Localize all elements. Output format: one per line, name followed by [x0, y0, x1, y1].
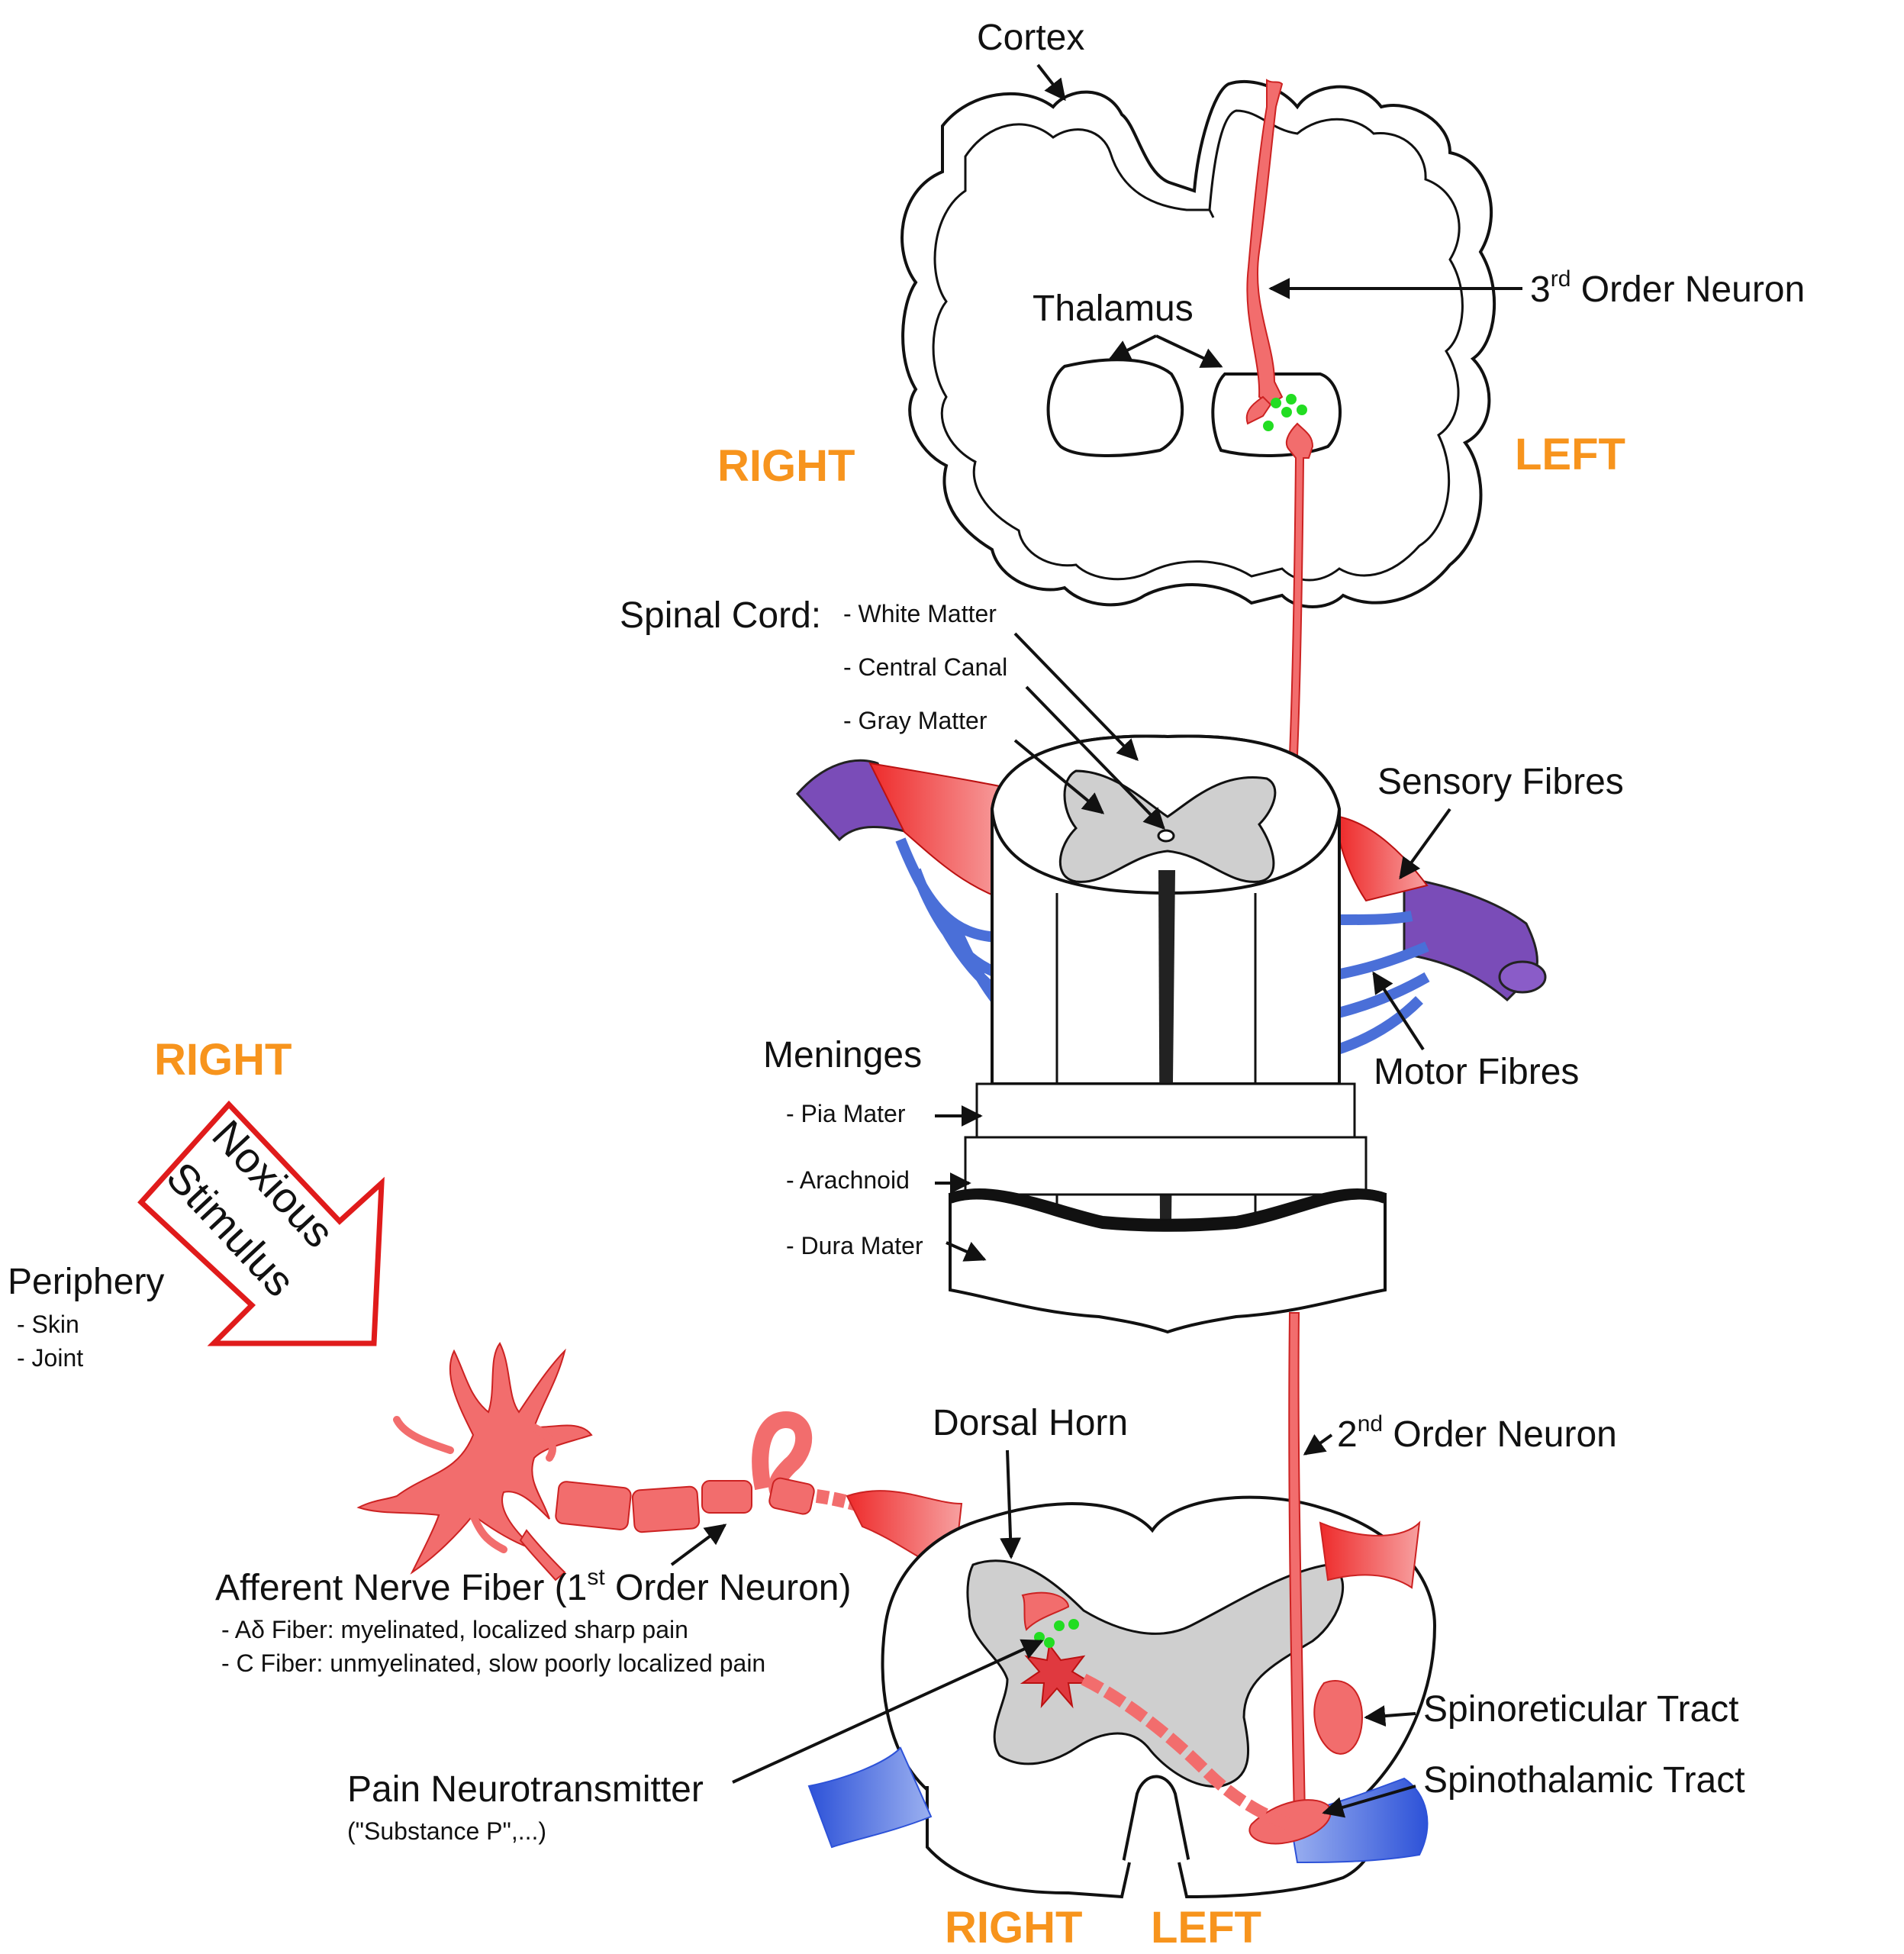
spinal-cord-section: Spinal Cord: - White Matter - Central Ca… — [620, 595, 1624, 1334]
arachnoid-label: - Arachnoid — [786, 1166, 910, 1194]
brain-left-label: LEFT — [1515, 430, 1625, 479]
afferent-arrow — [670, 1524, 727, 1566]
periphery-title: Periphery — [8, 1262, 164, 1302]
cross-gray-matter — [966, 1559, 1345, 1788]
dura-mater-arrow — [946, 1241, 987, 1262]
spinal-cord-title: Spinal Cord: — [620, 595, 821, 636]
brain-section: Cortex Thalamus 3rd Order Neuron RIGHT L… — [717, 18, 1805, 840]
nt-dot — [1044, 1637, 1055, 1648]
nt-dot — [1271, 398, 1281, 408]
nt-dot — [1054, 1620, 1065, 1631]
third-order-neuron — [1246, 79, 1284, 406]
second-order-label: 2nd Order Neuron — [1337, 1411, 1617, 1455]
dura-mater-label: - Dura Mater — [786, 1232, 923, 1259]
decussating-axon — [1081, 1673, 1292, 1830]
nt-dot — [1297, 405, 1307, 415]
spinoreticular-tract — [1313, 1680, 1364, 1755]
spinothalamic-label: Spinothalamic Tract — [1423, 1760, 1745, 1801]
myelin-sheath — [701, 1480, 752, 1514]
second-order-arrow — [1303, 1433, 1333, 1456]
sensory-fibres-label: Sensory Fibres — [1377, 762, 1624, 802]
central-canal — [1157, 829, 1175, 843]
second-order-cell-body — [1020, 1643, 1094, 1709]
pia-mater-band — [975, 1082, 1356, 1139]
brain-inner-outline — [932, 109, 1464, 582]
central-canal-arrow — [1025, 685, 1165, 830]
cross-right-label: RIGHT — [945, 1903, 1082, 1952]
right-ventral-root-cross — [1288, 1777, 1429, 1864]
skin-label: - Skin — [17, 1311, 79, 1338]
white-matter-label: - White Matter — [843, 600, 997, 627]
right-dorsal-root-cross — [1319, 1520, 1421, 1589]
third-order-label: 3rd Order Neuron — [1530, 266, 1805, 310]
spinothalamic-arrow — [1322, 1785, 1416, 1818]
afferent-title: Afferent Nerve Fiber (1st Order Neuron) — [215, 1565, 851, 1608]
spinoreticular-arrow — [1364, 1705, 1416, 1727]
neurotransmitter-arrow — [732, 1639, 1044, 1784]
left-sensory-fibres — [868, 762, 1009, 902]
dorsal-horn-arrow — [1000, 1449, 1022, 1559]
myelin-sheath — [555, 1481, 632, 1530]
a-delta-label: - Aδ Fiber: myelinated, localized sharp … — [221, 1616, 688, 1643]
pia-mater-label: - Pia Mater — [786, 1100, 906, 1127]
longitudinal-fissure — [1208, 209, 1215, 218]
cortex-arrow — [1036, 63, 1066, 102]
third-order-dendrites — [1245, 395, 1272, 425]
left-ventral-root-cross — [807, 1746, 933, 1849]
thalamus-label: Thalamus — [1033, 289, 1194, 329]
myelin-sheath — [768, 1477, 815, 1515]
dura-mater-edge — [948, 1188, 1387, 1232]
nt-dot — [1263, 421, 1274, 431]
right-nerve-root-end — [1498, 960, 1547, 994]
white-matter-arrow — [1013, 632, 1139, 762]
cross-left-label: LEFT — [1151, 1903, 1261, 1952]
motor-fibres-label: Motor Fibres — [1374, 1052, 1579, 1092]
dorsal-horn-label: Dorsal Horn — [933, 1403, 1128, 1443]
brain-outline — [900, 79, 1496, 608]
joint-label: - Joint — [17, 1344, 83, 1372]
gray-matter-arrow — [1013, 739, 1105, 814]
sensory-fibres-arrow — [1399, 808, 1451, 880]
brain-right-label: RIGHT — [717, 441, 855, 491]
dendritic-tree — [356, 1342, 593, 1575]
spinoreticular-label: Spinoreticular Tract — [1423, 1689, 1739, 1730]
right-motor-fibres — [1265, 911, 1430, 1066]
axon-initial — [519, 1529, 566, 1582]
dura-mater-band — [949, 1188, 1387, 1334]
periphery-section: RIGHT Noxious Stimulus Periphery - Skin … — [8, 1035, 385, 1372]
meninges-title: Meninges — [763, 1035, 922, 1075]
motor-fibres-arrow — [1372, 971, 1425, 1051]
right-sensory-fibres — [1339, 815, 1429, 902]
cross-section: Dorsal Horn 2nd Order Neuron Spinoreticu… — [347, 1312, 1745, 1952]
cell-body-loop — [752, 1411, 813, 1496]
thalamus-arrow-left — [1155, 334, 1223, 368]
myelin-sheath — [631, 1485, 701, 1533]
afferent-terminal — [1021, 1591, 1070, 1631]
dendrite-branch — [393, 1416, 556, 1553]
thalamus-arrow-right — [1108, 334, 1157, 360]
neurotransmitter-sub: ("Substance P",...) — [347, 1817, 546, 1845]
nt-dot — [1281, 407, 1292, 418]
nt-dot — [1286, 394, 1297, 405]
left-motor-fibres — [895, 837, 1078, 1047]
gray-matter-label: - Gray Matter — [843, 707, 987, 734]
nt-dot — [1068, 1619, 1079, 1630]
gray-matter-top — [1058, 769, 1277, 883]
central-canal-label: - Central Canal — [843, 653, 1007, 681]
c-fiber-label: - C Fiber: unmyelinated, slow poorly loc… — [221, 1649, 765, 1677]
cortex-label: Cortex — [977, 18, 1084, 58]
noxious-stimulus-arrow — [137, 1100, 385, 1346]
neurotransmitter-title: Pain Neurotransmitter — [347, 1769, 704, 1810]
thalamus-right — [1046, 358, 1184, 457]
arachnoid-band — [964, 1136, 1368, 1196]
periphery-right-label: RIGHT — [154, 1035, 292, 1085]
